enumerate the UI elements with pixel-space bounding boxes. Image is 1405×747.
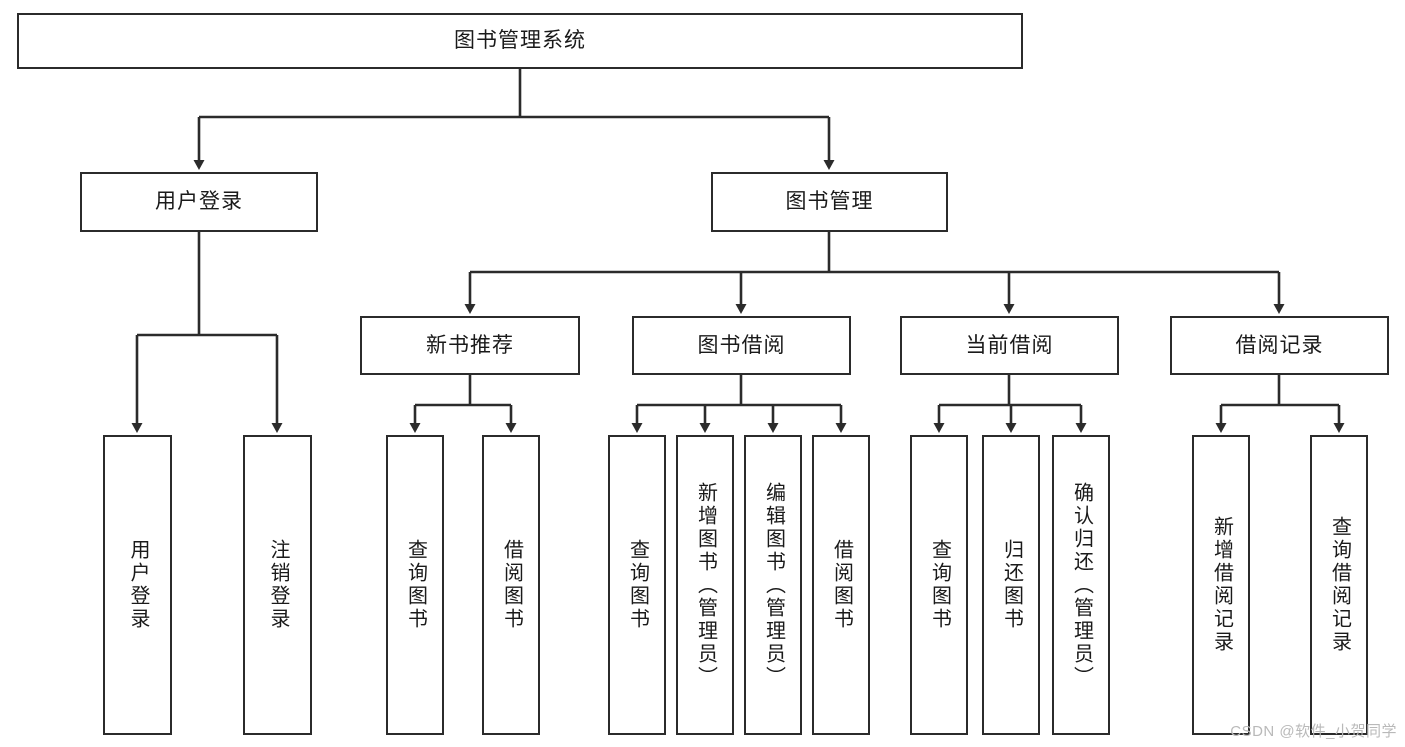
- leaf-user-login-label: 用户登录: [127, 539, 149, 631]
- leaf-user-logout-label: 注销登录: [267, 539, 289, 631]
- leaf-borrow-edit-book[interactable]: 编辑图书（管理员）: [744, 435, 802, 735]
- leaf-rec-query-book[interactable]: 查询图书: [386, 435, 444, 735]
- leaf-user-login[interactable]: 用户登录: [103, 435, 172, 735]
- leaf-user-logout[interactable]: 注销登录: [243, 435, 312, 735]
- node-book-manage[interactable]: 图书管理: [711, 172, 948, 232]
- node-book-borrow-label: 图书借阅: [697, 333, 786, 357]
- node-borrow-record[interactable]: 借阅记录: [1170, 316, 1389, 375]
- leaf-cur-query-book[interactable]: 查询图书: [910, 435, 968, 735]
- leaf-rec-borrow-book-label: 借阅图书: [500, 539, 523, 631]
- leaf-cur-return-book[interactable]: 归还图书: [982, 435, 1040, 735]
- leaf-borrow-edit-book-label: 编辑图书（管理员）: [762, 481, 785, 689]
- leaf-borrow-add-book[interactable]: 新增图书（管理员）: [676, 435, 734, 735]
- node-user-login[interactable]: 用户登录: [80, 172, 318, 232]
- node-current-borrow-label: 当前借阅: [965, 333, 1054, 357]
- leaf-rec-query-record[interactable]: 查询借阅记录: [1310, 435, 1368, 735]
- leaf-cur-query-book-label: 查询图书: [928, 539, 951, 631]
- node-user-login-label: 用户登录: [155, 190, 243, 214]
- leaf-borrow-query-book-label: 查询图书: [626, 539, 649, 631]
- leaf-borrow-borrow-book[interactable]: 借阅图书: [812, 435, 870, 735]
- leaf-rec-borrow-book[interactable]: 借阅图书: [482, 435, 540, 735]
- watermark: CSDN @软件_小贺同学: [1230, 723, 1397, 740]
- leaf-rec-add-record-label: 新增借阅记录: [1210, 516, 1233, 654]
- leaf-cur-confirm-return-label: 确认归还（管理员）: [1070, 481, 1093, 689]
- leaf-borrow-borrow-book-label: 借阅图书: [830, 539, 853, 631]
- node-book-manage-label: 图书管理: [785, 190, 874, 214]
- node-root-label: 图书管理系统: [454, 29, 586, 53]
- node-new-book-recommend-label: 新书推荐: [426, 333, 514, 357]
- leaf-borrow-query-book[interactable]: 查询图书: [608, 435, 666, 735]
- leaf-rec-add-record[interactable]: 新增借阅记录: [1192, 435, 1250, 735]
- leaf-rec-query-book-label: 查询图书: [404, 539, 427, 631]
- leaf-borrow-add-book-label: 新增图书（管理员）: [694, 481, 717, 689]
- node-new-book-recommend[interactable]: 新书推荐: [360, 316, 580, 375]
- node-book-borrow[interactable]: 图书借阅: [632, 316, 851, 375]
- node-root[interactable]: 图书管理系统: [17, 13, 1023, 69]
- leaf-rec-query-record-label: 查询借阅记录: [1328, 516, 1351, 654]
- node-borrow-record-label: 借阅记录: [1235, 333, 1324, 357]
- leaf-cur-return-book-label: 归还图书: [1000, 539, 1023, 631]
- node-current-borrow[interactable]: 当前借阅: [900, 316, 1119, 375]
- leaf-cur-confirm-return[interactable]: 确认归还（管理员）: [1052, 435, 1110, 735]
